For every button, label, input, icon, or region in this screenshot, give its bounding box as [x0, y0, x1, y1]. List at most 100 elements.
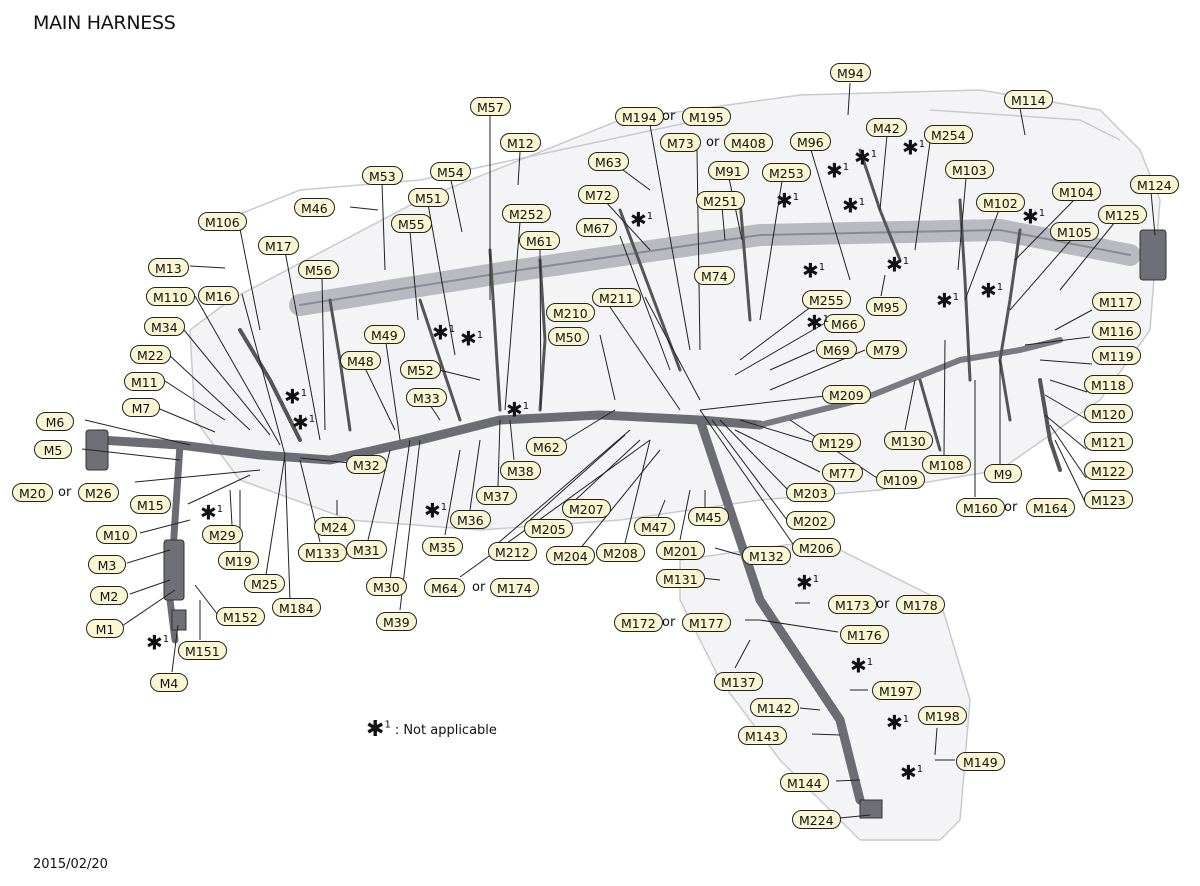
- connector-label: M11: [124, 372, 165, 391]
- connector-label: M197: [872, 681, 921, 700]
- legend-note: ✱1 : Not applicable: [366, 719, 497, 741]
- connector-label: M79: [866, 340, 907, 359]
- connector-label: M56: [298, 260, 339, 279]
- connector-label: M114: [1004, 90, 1053, 109]
- connector-label: M253: [762, 163, 811, 182]
- connector-label: M204: [546, 546, 595, 565]
- connector-label: M29: [202, 525, 243, 544]
- connector-label: M172: [614, 613, 663, 632]
- connector-label: M118: [1084, 375, 1133, 394]
- connector-label: M66: [824, 314, 865, 333]
- connector-label: M35: [422, 537, 463, 556]
- harness-wires: [95, 148, 1063, 805]
- asterisk-icon: ✱1: [1022, 204, 1046, 229]
- connector-label: M102: [976, 193, 1025, 212]
- connector-label: M55: [391, 214, 432, 233]
- connector-label: M22: [130, 345, 171, 364]
- connector-label: M184: [272, 598, 321, 617]
- connector-label: M177: [682, 613, 731, 632]
- connector-label: M194: [615, 107, 664, 126]
- connector-label: M95: [866, 297, 907, 316]
- connector-blocks: [85, 229, 1167, 819]
- connector-label: M105: [1050, 222, 1099, 241]
- or-separator: or: [876, 597, 890, 612]
- page-date: 2015/02/20: [33, 857, 108, 872]
- connector-label: M129: [812, 433, 861, 452]
- connector-label: M211: [592, 288, 641, 307]
- connector-label: M208: [596, 543, 645, 562]
- asterisk-icon: ✱1: [424, 498, 448, 523]
- connector-label: M46: [294, 198, 335, 217]
- connector-label: M1: [86, 619, 124, 638]
- connector-label: M12: [500, 133, 541, 152]
- connector-label: M67: [576, 218, 617, 237]
- connector-label: M45: [688, 507, 729, 526]
- connector-label: M116: [1092, 321, 1141, 340]
- connector-label: M408: [724, 133, 773, 152]
- connector-label: M19: [218, 551, 259, 570]
- connector-label: M53: [362, 166, 403, 185]
- connector-label: M152: [216, 607, 265, 626]
- connector-label: M72: [578, 185, 619, 204]
- connector-label: M106: [198, 212, 247, 231]
- connector-label: M110: [146, 287, 195, 306]
- connector-label: M2: [90, 586, 128, 605]
- connector-label: M52: [400, 360, 441, 379]
- connector-label: M122: [1084, 461, 1133, 480]
- connector-label: M224: [792, 810, 841, 829]
- connector-label: M198: [918, 706, 967, 725]
- connector-label: M117: [1092, 292, 1141, 311]
- connector-label: M50: [548, 327, 589, 346]
- connector-label: M206: [792, 538, 841, 557]
- connector-label: M123: [1084, 490, 1133, 509]
- connector-label: M151: [178, 641, 227, 660]
- asterisk-icon: ✱1: [506, 397, 530, 422]
- connector-label: M108: [922, 455, 971, 474]
- connector-label: M254: [924, 125, 973, 144]
- connector-label: M49: [364, 325, 405, 344]
- connector-label: M178: [896, 595, 945, 614]
- connector-label: M195: [682, 107, 731, 126]
- connector-label: M4: [150, 673, 188, 692]
- asterisk-icon: ✱1: [292, 410, 316, 435]
- connector-label: M203: [786, 483, 835, 502]
- connector-label: M210: [546, 303, 595, 322]
- asterisk-icon: ✱1: [854, 145, 878, 170]
- connector-label: M130: [884, 431, 933, 450]
- asterisk-icon: ✱1: [366, 717, 391, 742]
- connector-label: M142: [750, 698, 799, 717]
- connector-label: M20: [12, 483, 53, 502]
- connector-label: M144: [780, 773, 829, 792]
- connector-label: M25: [244, 574, 285, 593]
- connector-label: M30: [366, 577, 407, 596]
- connector-label: M54: [430, 162, 471, 181]
- connector-label: M132: [742, 546, 791, 565]
- asterisk-icon: ✱1: [936, 288, 960, 313]
- asterisk-icon: ✱1: [900, 760, 924, 785]
- asterisk-icon: ✱1: [796, 570, 820, 595]
- asterisk-icon: ✱1: [802, 258, 826, 283]
- asterisk-icon: ✱1: [460, 326, 484, 351]
- connector-label: M160: [956, 498, 1005, 517]
- connector-label: M32: [346, 455, 387, 474]
- connector-label: M251: [696, 191, 745, 210]
- connector-label: M121: [1084, 432, 1133, 451]
- leader-lines: [81, 82, 1156, 819]
- connector-label: M94: [830, 63, 871, 82]
- connector-label: M61: [519, 231, 560, 250]
- connector-label: M149: [956, 752, 1005, 771]
- connector-label: M74: [694, 266, 735, 285]
- connector-label: M201: [656, 541, 705, 560]
- connector-label: M176: [840, 625, 889, 644]
- connector-label: M202: [786, 511, 835, 530]
- legend-note-text: : Not applicable: [394, 722, 497, 738]
- connector-label: M63: [588, 152, 629, 171]
- connector-label: M109: [876, 470, 925, 489]
- or-separator: or: [662, 615, 676, 630]
- connector-label: M37: [476, 486, 517, 505]
- connector-label: M96: [790, 132, 831, 151]
- connector-label: M164: [1026, 498, 1075, 517]
- connector-label: M131: [656, 569, 705, 588]
- connector-label: M137: [714, 672, 763, 691]
